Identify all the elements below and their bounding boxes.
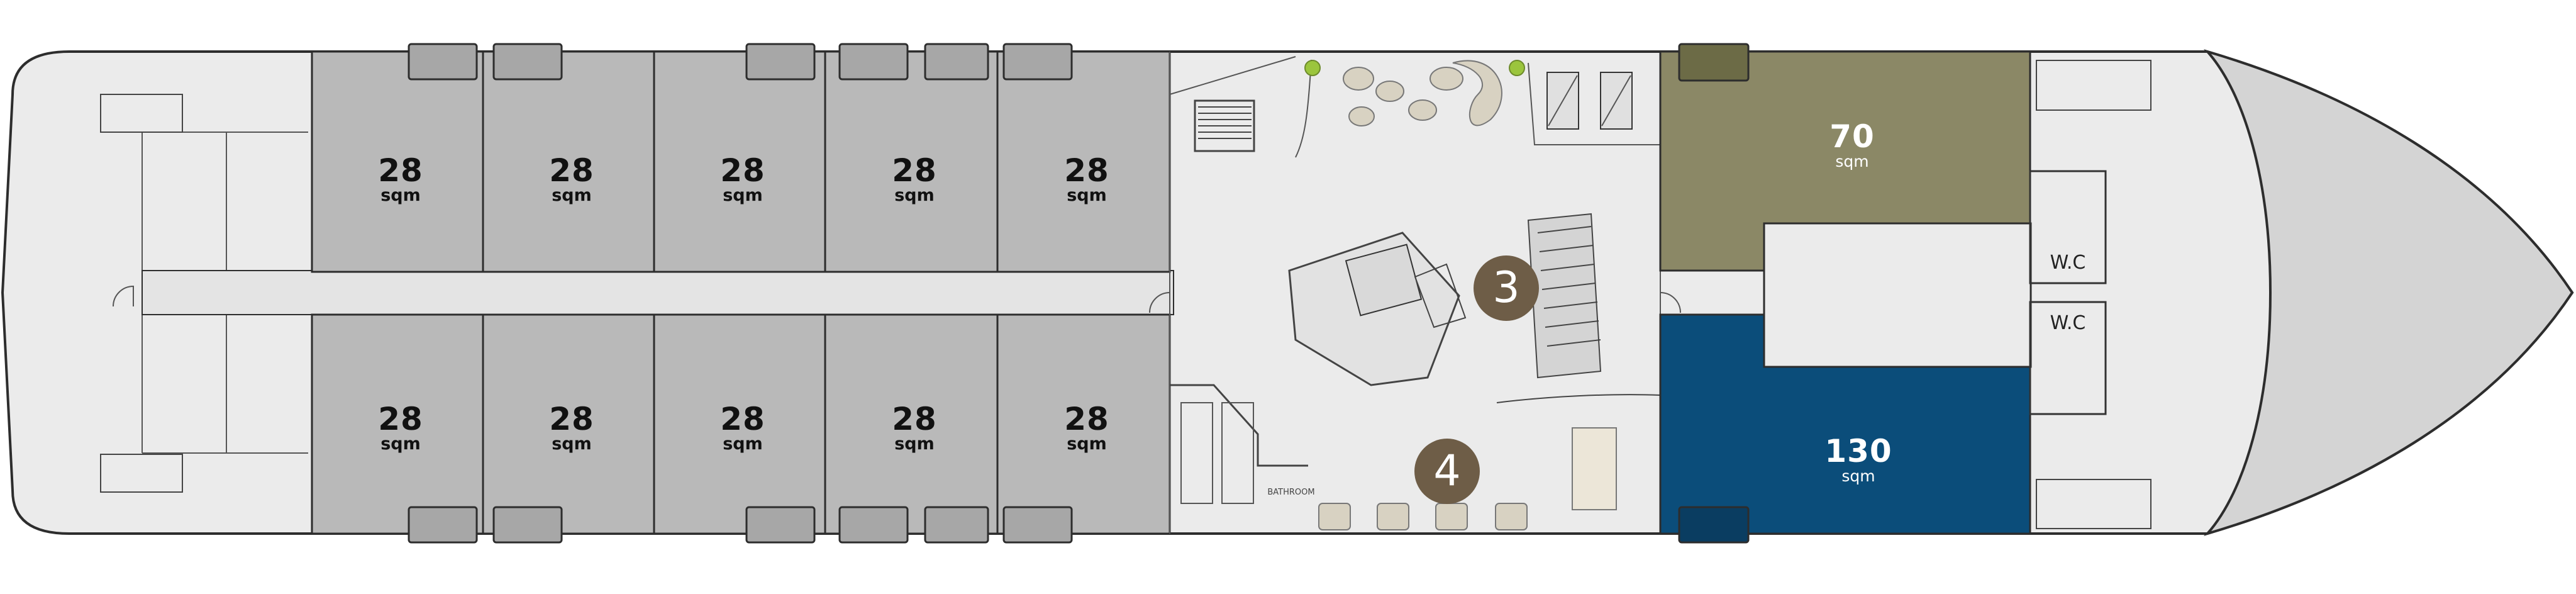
cabin-area-value: 28 [720, 152, 765, 189]
suite-area-unit: sqm [1835, 152, 1869, 171]
stern-stairs [100, 94, 183, 493]
suite-blue-label: 130 sqm [1764, 434, 1953, 485]
bow-deck [2203, 49, 2574, 536]
cabin-area-value: 28 [549, 152, 594, 189]
cabin-area-label: 28 sqm [328, 154, 473, 205]
cabin-area-unit: sqm [1067, 434, 1107, 454]
suite-area-unit: sqm [1841, 467, 1875, 485]
cabin-area-label: 28 sqm [1014, 154, 1159, 205]
wc-rooms [2029, 170, 2107, 415]
suite-blue-window [1678, 506, 1750, 544]
cabin-area-label: 28 sqm [842, 403, 987, 453]
marker-badge-3: 3 [1474, 255, 1539, 321]
cabin-area-unit: sqm [894, 434, 935, 454]
marker-badge-4: 4 [1414, 439, 1480, 504]
cabin-area-value: 28 [1064, 401, 1109, 437]
suite-area-value: 130 [1824, 433, 1892, 469]
stern-area [113, 132, 308, 454]
lounge-area [1149, 52, 1681, 534]
cabins-top [311, 50, 1171, 273]
cabin-area-label: 28 sqm [328, 403, 473, 453]
cabin-windows [408, 43, 1073, 544]
cabin-area-label: 28 sqm [499, 154, 644, 205]
cabin-area-unit: sqm [552, 434, 592, 454]
cabins-bottom [311, 313, 1171, 535]
bow-railings [2036, 60, 2151, 529]
cabin-area-label: 28 sqm [670, 403, 815, 453]
suite-area-value: 70 [1829, 118, 1875, 155]
cabin-area-unit: sqm [723, 434, 763, 454]
suite-olive-window [1678, 43, 1750, 82]
cabin-area-label: 28 sqm [499, 403, 644, 453]
cabin-area-value: 28 [892, 401, 937, 437]
cabin-area-value: 28 [720, 401, 765, 437]
cabin-area-value: 28 [549, 401, 594, 437]
deck-stairs [1198, 106, 1601, 347]
cabin-area-unit: sqm [894, 186, 935, 205]
cabin-area-unit: sqm [380, 186, 421, 205]
cabin-area-label: 28 sqm [1014, 403, 1159, 453]
cabin-area-value: 28 [378, 401, 423, 437]
cabin-area-value: 28 [892, 152, 937, 189]
cabin-area-unit: sqm [723, 186, 763, 205]
cabin-area-unit: sqm [1067, 186, 1107, 205]
cabin-area-value: 28 [378, 152, 423, 189]
cabin-area-label: 28 sqm [670, 154, 815, 205]
center-corridor [142, 270, 1174, 315]
suite-olive-label: 70 sqm [1758, 120, 1946, 170]
bathroom-label: BATHROOM [1267, 488, 1315, 497]
wc-label: W.C [2050, 252, 2086, 274]
cabin-area-unit: sqm [552, 186, 592, 205]
wc-label: W.C [2050, 312, 2086, 334]
lounge-furniture [1304, 60, 1528, 530]
cabin-area-unit: sqm [380, 434, 421, 454]
cabin-area-label: 28 sqm [842, 154, 987, 205]
suite-bath-block [1763, 222, 2032, 368]
cabin-area-value: 28 [1064, 152, 1109, 189]
